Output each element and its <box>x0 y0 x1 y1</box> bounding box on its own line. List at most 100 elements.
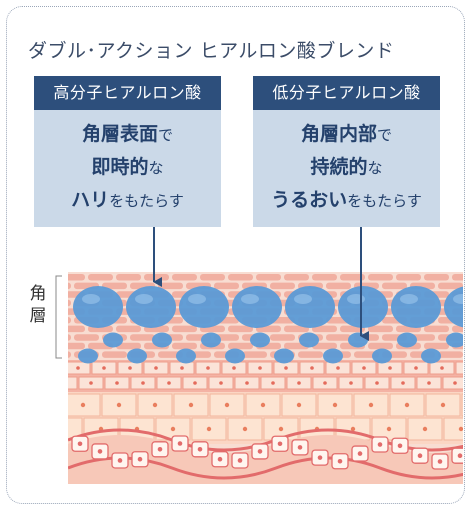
corneocyte <box>68 334 71 341</box>
effect-suffix: をもたらす <box>109 192 184 210</box>
cell-nucleus <box>397 443 403 449</box>
corneocyte <box>228 342 253 350</box>
small-droplet <box>78 348 98 364</box>
effect-particle: な <box>148 159 164 177</box>
cell-nucleus <box>128 366 132 370</box>
corneocyte <box>438 282 463 290</box>
cell-nucleus <box>362 366 366 370</box>
cell-nucleus <box>277 441 283 447</box>
cell-nucleus <box>257 449 263 454</box>
cell-nucleus <box>375 381 379 385</box>
corneocyte <box>68 282 71 290</box>
corneocyte <box>326 282 351 290</box>
corneocyte <box>396 274 421 281</box>
stratum-bracket <box>55 275 62 359</box>
corneocyte <box>144 274 169 281</box>
basal-cell <box>451 447 463 464</box>
cell-nucleus <box>206 426 212 432</box>
cell-nucleus <box>232 366 236 370</box>
effect-speed: 即時的 <box>91 156 149 178</box>
cell-nucleus <box>97 449 103 454</box>
spinous-cell <box>461 393 463 417</box>
cell-nucleus <box>260 402 266 408</box>
effect-suffix: をもたらす <box>347 192 422 210</box>
corneocyte <box>158 282 183 290</box>
panel-header: 低分子ヒアルロン酸 <box>253 76 440 110</box>
corneocyte <box>452 274 463 281</box>
panel-body: 角層表面で 即時的な ハリをもたらす <box>34 110 221 217</box>
cell-nucleus <box>457 453 463 458</box>
cell-nucleus <box>117 458 123 463</box>
panel-header: 高分子ヒアルロン酸 <box>34 76 221 110</box>
cell-nucleus <box>258 366 262 370</box>
corneocyte <box>382 282 407 290</box>
cell-nucleus <box>440 366 444 370</box>
small-droplet <box>348 332 368 348</box>
cell-nucleus <box>197 447 203 452</box>
droplet-highlight <box>453 294 463 304</box>
corneocyte <box>116 325 141 333</box>
cell-nucleus <box>116 402 122 408</box>
corneocyte <box>368 325 393 333</box>
small-droplet <box>103 332 123 348</box>
high-molecular-droplets <box>73 286 463 328</box>
corneocyte <box>68 274 85 281</box>
diagram-title: ダブル･アクション ヒアルロン酸ブレンド <box>28 40 395 62</box>
corneocyte <box>466 334 473 341</box>
cell-nucleus <box>219 381 223 385</box>
cell-nucleus <box>80 402 86 408</box>
small-droplet <box>225 348 245 364</box>
large-droplet <box>232 286 282 328</box>
corneocyte <box>68 342 85 350</box>
spinous-cell <box>68 417 83 441</box>
cell-nucleus <box>336 366 340 370</box>
cell-nucleus <box>297 445 303 450</box>
droplet-highlight <box>135 294 153 304</box>
cell-nucleus <box>141 381 145 385</box>
cell-nucleus <box>137 456 143 462</box>
corneocyte <box>284 274 309 281</box>
cell-nucleus <box>102 366 106 370</box>
small-droplet <box>176 348 196 364</box>
corneocyte <box>466 317 473 324</box>
small-droplet <box>372 348 392 364</box>
cell-nucleus <box>177 441 183 446</box>
large-droplet <box>73 286 123 328</box>
cell-nucleus <box>368 402 374 408</box>
outer-frame <box>6 6 465 504</box>
cell-nucleus <box>157 447 163 452</box>
cell-nucleus <box>440 402 446 408</box>
corneocyte <box>228 325 253 333</box>
small-droplet <box>152 332 172 348</box>
corneocyte <box>88 274 113 281</box>
corneocyte <box>424 342 449 350</box>
effect-speed: 持続的 <box>310 156 368 178</box>
small-droplet <box>127 348 147 364</box>
droplet-highlight <box>294 294 312 304</box>
corneocyte <box>172 325 197 333</box>
cell-nucleus <box>388 366 392 370</box>
small-droplet <box>323 348 343 364</box>
corneocyte <box>130 334 155 341</box>
corneocyte <box>102 351 127 358</box>
corneocyte <box>466 351 473 358</box>
effect-location: 角層内部 <box>300 123 377 145</box>
corneocyte <box>312 342 337 350</box>
corneocyte <box>68 299 71 307</box>
cell-nucleus <box>278 426 284 432</box>
corneocyte <box>452 325 463 333</box>
corneocyte <box>102 282 127 290</box>
corneocyte <box>466 300 473 307</box>
cell-nucleus <box>167 381 171 385</box>
cell-nucleus <box>180 366 184 370</box>
cell-nucleus <box>310 366 314 370</box>
granular-cells <box>68 361 463 390</box>
cell-nucleus <box>217 456 223 462</box>
corneocyte <box>172 274 197 281</box>
droplet-highlight <box>400 294 418 304</box>
corneocyte <box>74 334 99 341</box>
corneocyte <box>312 325 337 333</box>
small-droplet <box>299 332 319 348</box>
cell-nucleus <box>453 381 457 385</box>
effect-result: うるおい <box>271 189 348 211</box>
